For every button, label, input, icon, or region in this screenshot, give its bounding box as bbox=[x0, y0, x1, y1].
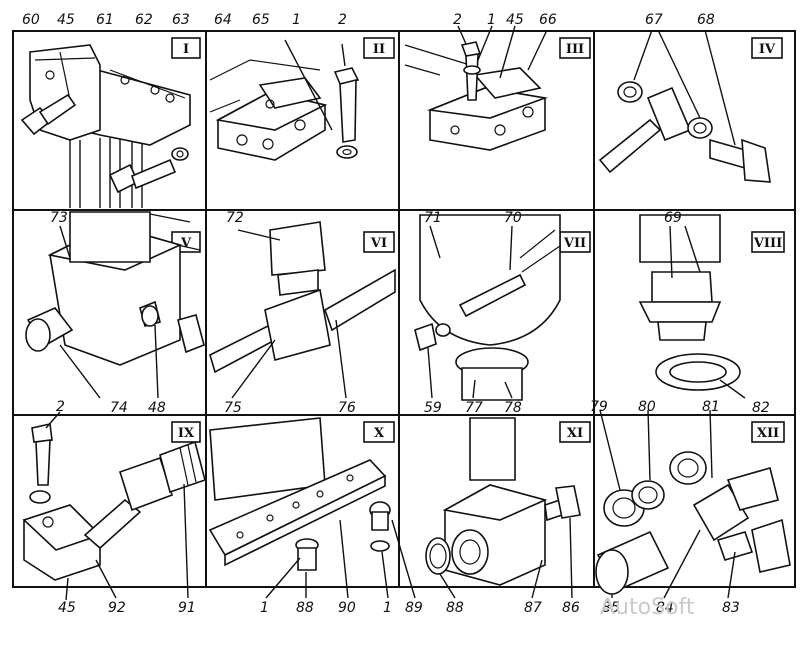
numeral-II: II bbox=[373, 42, 385, 57]
callout-69: 69 bbox=[664, 210, 682, 226]
callout-1: 1 bbox=[487, 12, 496, 28]
numeral-IV: IV bbox=[759, 42, 776, 57]
numeral-XI: XI bbox=[567, 426, 583, 441]
callout-2: 2 bbox=[338, 12, 347, 28]
callout-72: 72 bbox=[226, 210, 244, 226]
callout-92: 92 bbox=[108, 600, 126, 616]
callout-1: 1 bbox=[260, 600, 269, 616]
panel-XII-drawing bbox=[595, 409, 791, 599]
numeral-III: III bbox=[566, 42, 584, 57]
callout-66: 66 bbox=[539, 12, 557, 28]
numeral-VII: VII bbox=[563, 236, 586, 251]
callout-61: 61 bbox=[96, 12, 114, 28]
callout-45: 45 bbox=[58, 600, 76, 616]
callout-70: 70 bbox=[504, 210, 522, 226]
callout-2: 2 bbox=[56, 399, 65, 415]
callout-76: 76 bbox=[338, 400, 356, 416]
callout-45: 45 bbox=[506, 12, 524, 28]
callout-68: 68 bbox=[697, 12, 715, 28]
panel-VIII-drawing bbox=[638, 214, 746, 399]
callout-64: 64 bbox=[214, 12, 232, 28]
callout-91: 91 bbox=[178, 600, 196, 616]
numeral-VIII: VIII bbox=[753, 236, 782, 251]
callout-78: 78 bbox=[504, 400, 522, 416]
panel-V-drawing bbox=[25, 211, 205, 399]
callout-88: 88 bbox=[296, 600, 314, 616]
callout-77: 77 bbox=[465, 400, 483, 416]
callout-65: 65 bbox=[252, 12, 270, 28]
callout-71: 71 bbox=[424, 210, 442, 226]
callout-81: 81 bbox=[702, 399, 720, 415]
callout-79: 79 bbox=[590, 399, 608, 415]
callout-45: 45 bbox=[57, 12, 75, 28]
numeral-XII: XII bbox=[757, 426, 779, 441]
panel-II-drawing bbox=[209, 39, 360, 161]
panel-XI-drawing bbox=[425, 417, 581, 599]
callout-88: 88 bbox=[446, 600, 464, 616]
callout-90: 90 bbox=[338, 600, 356, 616]
panel-III-drawing bbox=[404, 25, 549, 151]
callout-60: 60 bbox=[22, 12, 40, 28]
numeral-IX: IX bbox=[178, 426, 195, 441]
callout-63: 63 bbox=[172, 12, 190, 28]
callout-83: 83 bbox=[722, 600, 740, 616]
panel-IX-drawing bbox=[22, 411, 206, 601]
numeral-V: V bbox=[180, 236, 192, 251]
callout-86: 86 bbox=[562, 600, 580, 616]
watermark: AutoSoft bbox=[600, 595, 695, 620]
callout-62: 62 bbox=[135, 12, 153, 28]
callout-89: 89 bbox=[405, 600, 423, 616]
callout-84: 84 bbox=[656, 600, 674, 616]
callout-2: 2 bbox=[453, 12, 462, 28]
callout-1: 1 bbox=[383, 600, 392, 616]
callout-82: 82 bbox=[752, 400, 770, 416]
callout-85: 85 bbox=[602, 600, 620, 616]
panel-I-drawing bbox=[20, 44, 191, 208]
callout-59: 59 bbox=[424, 400, 442, 416]
callout-73: 73 bbox=[50, 210, 68, 226]
panel-IV-drawing bbox=[598, 29, 771, 183]
callout-labels: 60 45 61 62 63 64 65 1 2 2 1 45 66 67 68… bbox=[22, 12, 770, 616]
callout-48: 48 bbox=[148, 400, 166, 416]
callout-1: 1 bbox=[292, 12, 301, 28]
panel-VII-drawing bbox=[414, 214, 561, 401]
panel-numerals: I II III IV V VI VII VIII IX X XI XII bbox=[171, 37, 785, 443]
numeral-X: X bbox=[374, 426, 385, 441]
numeral-VI: VI bbox=[370, 236, 387, 251]
callout-87: 87 bbox=[524, 600, 542, 616]
numeral-I: I bbox=[183, 42, 189, 57]
callout-74: 74 bbox=[110, 400, 128, 416]
callout-75: 75 bbox=[224, 400, 242, 416]
panel-VI-drawing bbox=[209, 221, 396, 399]
panel-grid bbox=[12, 30, 796, 588]
panel-X-drawing bbox=[208, 417, 416, 599]
callout-80: 80 bbox=[638, 399, 656, 415]
callout-67: 67 bbox=[645, 12, 663, 28]
